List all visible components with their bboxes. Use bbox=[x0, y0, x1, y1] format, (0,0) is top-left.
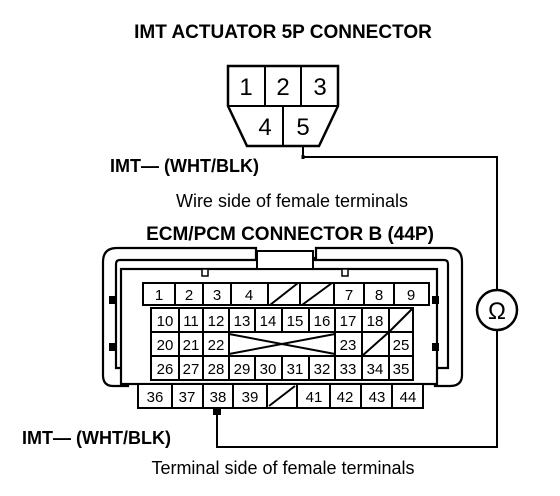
terminal-side-caption: Terminal side of female terminals bbox=[151, 458, 414, 478]
pin-b-34: 34 bbox=[367, 361, 384, 378]
imt-wire-label-bottom: IMT— (WHT/BLK) bbox=[22, 428, 171, 448]
pin-b-30: 30 bbox=[260, 361, 277, 378]
pin-b-41: 41 bbox=[306, 389, 323, 406]
pin-b-29: 29 bbox=[234, 361, 251, 378]
actuator-5p-connector: 1 2 3 4 5 bbox=[226, 64, 340, 148]
ohm-symbol: Ω bbox=[488, 298, 506, 325]
pin-b-3: 3 bbox=[213, 287, 221, 304]
probe-wire-bottom bbox=[216, 330, 498, 448]
wire-side-caption: Wire side of female terminals bbox=[176, 191, 408, 211]
pin-b-36: 36 bbox=[147, 389, 164, 406]
pin-b-14: 14 bbox=[260, 313, 277, 330]
pin-row-5 bbox=[137, 383, 424, 409]
pin-b-2: 2 bbox=[185, 287, 193, 304]
pin-b-31: 31 bbox=[287, 361, 304, 378]
pin-b-7: 7 bbox=[345, 287, 353, 304]
pin-b-28: 28 bbox=[208, 361, 225, 378]
pin-b-33: 33 bbox=[340, 361, 357, 378]
ecm-44p-connector: 1 2 3 4 7 8 9 bbox=[101, 246, 464, 415]
pin-b-22: 22 bbox=[208, 337, 225, 354]
pin-b-43: 43 bbox=[369, 389, 386, 406]
ohmmeter: Ω bbox=[475, 288, 519, 332]
pin-5p-5: 5 bbox=[296, 114, 309, 141]
imt-wire-label-top: IMT— (WHT/BLK) bbox=[110, 156, 259, 176]
pin-b-27: 27 bbox=[183, 361, 200, 378]
pin-b-38: 38 bbox=[210, 389, 227, 406]
pin-b-26: 26 bbox=[157, 361, 174, 378]
pin-b-10: 10 bbox=[157, 313, 174, 330]
pin-b-16: 16 bbox=[314, 313, 331, 330]
pin-b-37: 37 bbox=[179, 389, 196, 406]
pin-b-21: 21 bbox=[183, 337, 200, 354]
pin-b-1: 1 bbox=[155, 287, 163, 304]
pin-b-8: 8 bbox=[375, 287, 383, 304]
pin-b-9: 9 bbox=[407, 287, 415, 304]
pin-5p-2: 2 bbox=[276, 74, 289, 101]
pin-b-18: 18 bbox=[367, 313, 384, 330]
pin-b-12: 12 bbox=[208, 313, 225, 330]
pin-b-4: 4 bbox=[245, 287, 253, 304]
probe-tip bbox=[213, 408, 221, 415]
pin-b-11: 11 bbox=[183, 313, 199, 330]
pin-b-42: 42 bbox=[337, 389, 354, 406]
pin-b-35: 35 bbox=[393, 361, 410, 378]
pin-b-15: 15 bbox=[287, 313, 304, 330]
pin-b-32: 32 bbox=[314, 361, 331, 378]
pin-b-23: 23 bbox=[340, 337, 357, 354]
pin-row-1 bbox=[142, 282, 430, 306]
pin-rows-2-4 bbox=[150, 307, 414, 381]
pin-5p-3: 3 bbox=[313, 74, 326, 101]
pin-b-25: 25 bbox=[393, 337, 410, 354]
pin-5p-4: 4 bbox=[258, 114, 271, 141]
probe-wire-top bbox=[301, 146, 498, 290]
pin-b-44: 44 bbox=[400, 389, 417, 406]
pin-b-17: 17 bbox=[340, 313, 357, 330]
ecm-connector-title: ECM/PCM CONNECTOR B (44P) bbox=[146, 224, 434, 245]
pin-b-13: 13 bbox=[234, 313, 251, 330]
actuator-connector-title: IMT ACTUATOR 5P CONNECTOR bbox=[134, 22, 432, 43]
pin-b-20: 20 bbox=[157, 337, 174, 354]
pin-5p-1: 1 bbox=[239, 74, 252, 101]
pin-b-39: 39 bbox=[242, 389, 259, 406]
